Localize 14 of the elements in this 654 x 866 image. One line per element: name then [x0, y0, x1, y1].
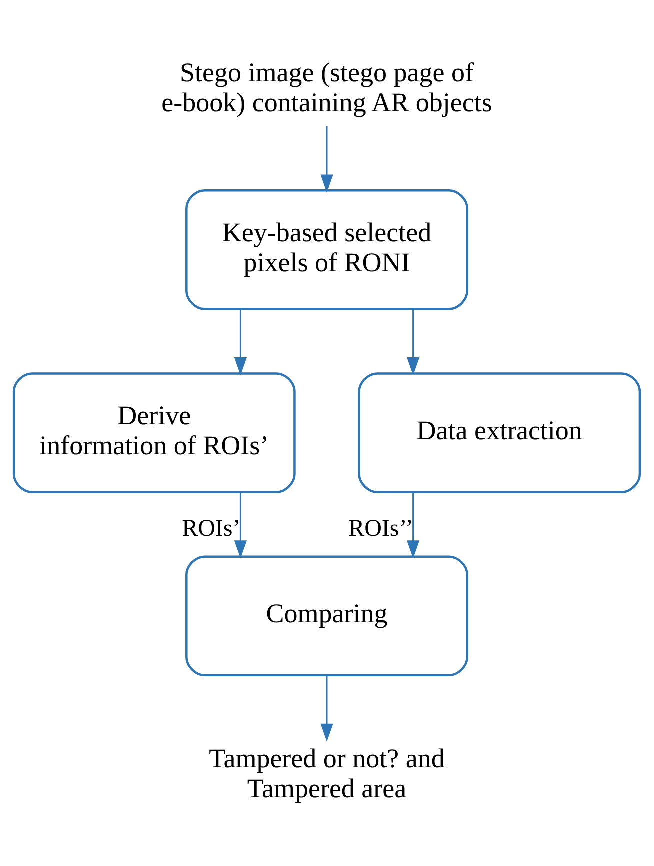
node-text: Tampered or not? and Tampered area	[209, 744, 445, 804]
arrow	[407, 309, 420, 376]
node-box: Key-based selected pixels of RONI	[186, 189, 468, 310]
arrow	[320, 126, 334, 193]
node-box: Comparing	[186, 556, 468, 677]
node-box: Data extraction	[358, 372, 642, 494]
arrow	[407, 492, 420, 559]
arrow	[234, 492, 247, 559]
node-box: Derive information of ROIs’	[12, 372, 296, 494]
arrow	[234, 309, 247, 376]
edge-label: ROIs’	[182, 516, 241, 542]
edge-label: ROIs’’	[348, 516, 414, 542]
arrow	[320, 676, 334, 742]
node-text: Stego image (stego page of e-book) containing AR objects	[162, 58, 492, 118]
